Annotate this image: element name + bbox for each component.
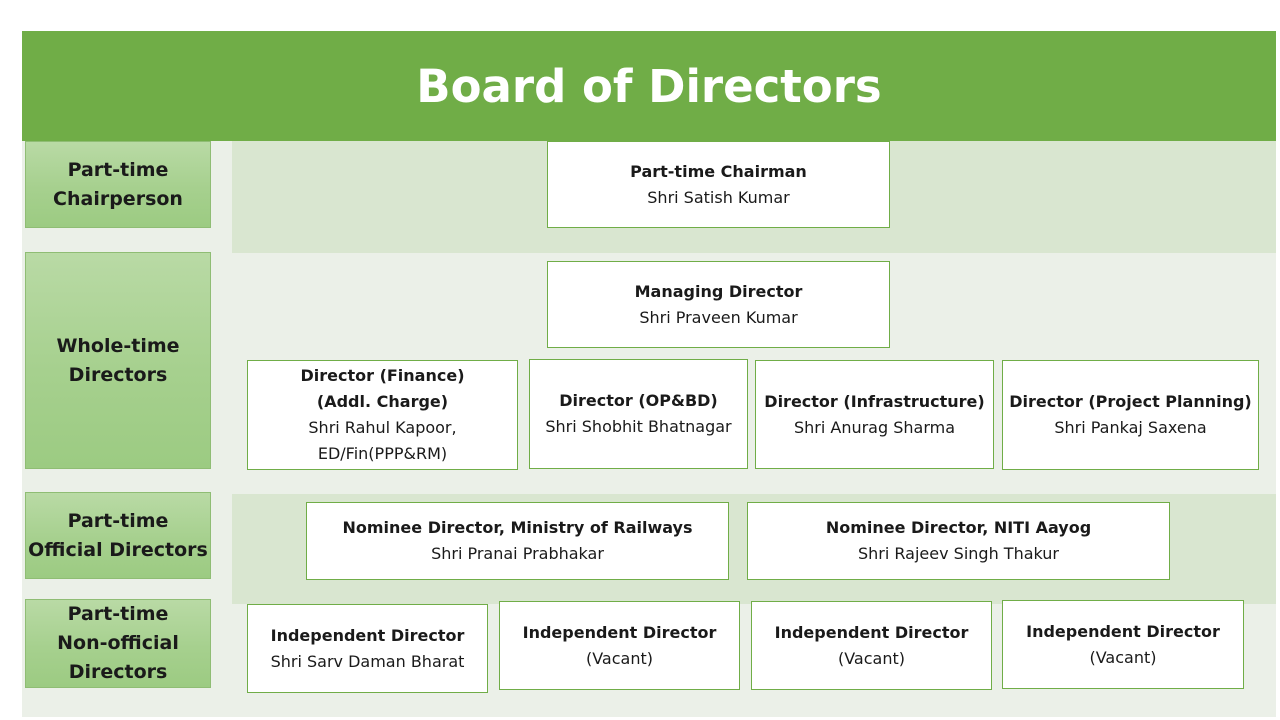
card-independent-director-2: Independent Director (Vacant) <box>499 601 740 690</box>
row-label-line: Chairperson <box>53 187 183 210</box>
row-label-line: Part-time <box>67 509 169 532</box>
card-role: Director (Infrastructure) <box>764 391 985 411</box>
card-name: Shri Anurag Sharma <box>793 417 956 437</box>
card-role: (Addl. Charge) <box>316 392 449 411</box>
card-name: Shri Praveen Kumar <box>639 307 798 327</box>
title-banner: Board of Directors <box>22 31 1276 141</box>
card-director-finance: Director (Finance) (Addl. Charge) Shri R… <box>247 360 518 470</box>
card-director-project-planning: Director (Project Planning) Shri Pankaj … <box>1002 360 1259 470</box>
row-label-non-official: Part-time Non-official Directors <box>25 599 211 688</box>
row-label-line: Official Directors <box>28 538 208 561</box>
card-name: (Vacant) <box>837 648 905 668</box>
card-name: Shri Sarv Daman Bharat <box>270 651 465 671</box>
row-label-whole-time: Whole-time Directors <box>25 252 211 469</box>
card-role: Part-time Chairman <box>630 161 807 181</box>
card-independent-director-4: Independent Director (Vacant) <box>1002 600 1244 689</box>
card-name: Shri Rahul Kapoor, <box>308 418 457 437</box>
row-label-line: Part-time <box>67 603 169 625</box>
card-name: ED/Fin(PPP&RM) <box>317 444 448 463</box>
card-role: Nominee Director, NITI Aayog <box>825 518 1092 537</box>
card-role: Independent Director <box>1026 621 1220 641</box>
row-label-line: Directors <box>68 363 168 386</box>
card-independent-director-1: Independent Director Shri Sarv Daman Bha… <box>247 604 488 693</box>
row-label-line: Non-official <box>57 632 179 654</box>
card-name: Shri Shobhit Bhatnagar <box>545 417 732 436</box>
card-part-time-chairman: Part-time Chairman Shri Satish Kumar <box>547 141 890 228</box>
card-nominee-railways: Nominee Director, Ministry of Railways S… <box>306 502 729 580</box>
card-name: (Vacant) <box>585 648 653 668</box>
card-nominee-niti: Nominee Director, NITI Aayog Shri Rajeev… <box>747 502 1170 580</box>
row-label-line: Part-time <box>67 158 169 181</box>
card-role: Independent Director <box>774 622 969 642</box>
card-name: Shri Satish Kumar <box>647 187 790 207</box>
card-managing-director: Managing Director Shri Praveen Kumar <box>547 261 890 348</box>
card-name: Shri Pranai Prabhakar <box>431 544 604 563</box>
card-name: (Vacant) <box>1089 647 1157 667</box>
card-role: Managing Director <box>634 281 803 301</box>
card-role: Director (Finance) <box>300 366 465 385</box>
card-role: Independent Director <box>522 622 717 642</box>
card-name: Shri Pankaj Saxena <box>1054 418 1207 437</box>
card-name: Shri Rajeev Singh Thakur <box>858 544 1059 563</box>
card-role: Director (OP&BD) <box>559 391 718 410</box>
card-director-opbd: Director (OP&BD) Shri Shobhit Bhatnagar <box>529 359 748 469</box>
row-label-chairperson: Part-time Chairperson <box>25 141 211 228</box>
row-label-line: Whole-time <box>56 334 180 357</box>
card-director-infrastructure: Director (Infrastructure) Shri Anurag Sh… <box>755 360 994 469</box>
card-independent-director-3: Independent Director (Vacant) <box>751 601 992 690</box>
row-label-official: Part-time Official Directors <box>25 492 211 579</box>
page-title: Board of Directors <box>416 59 882 113</box>
card-role: Independent Director <box>270 625 465 645</box>
row-label-line: Directors <box>68 661 168 683</box>
card-role: Nominee Director, Ministry of Railways <box>342 518 693 537</box>
card-role: Director (Project Planning) <box>1009 392 1252 411</box>
